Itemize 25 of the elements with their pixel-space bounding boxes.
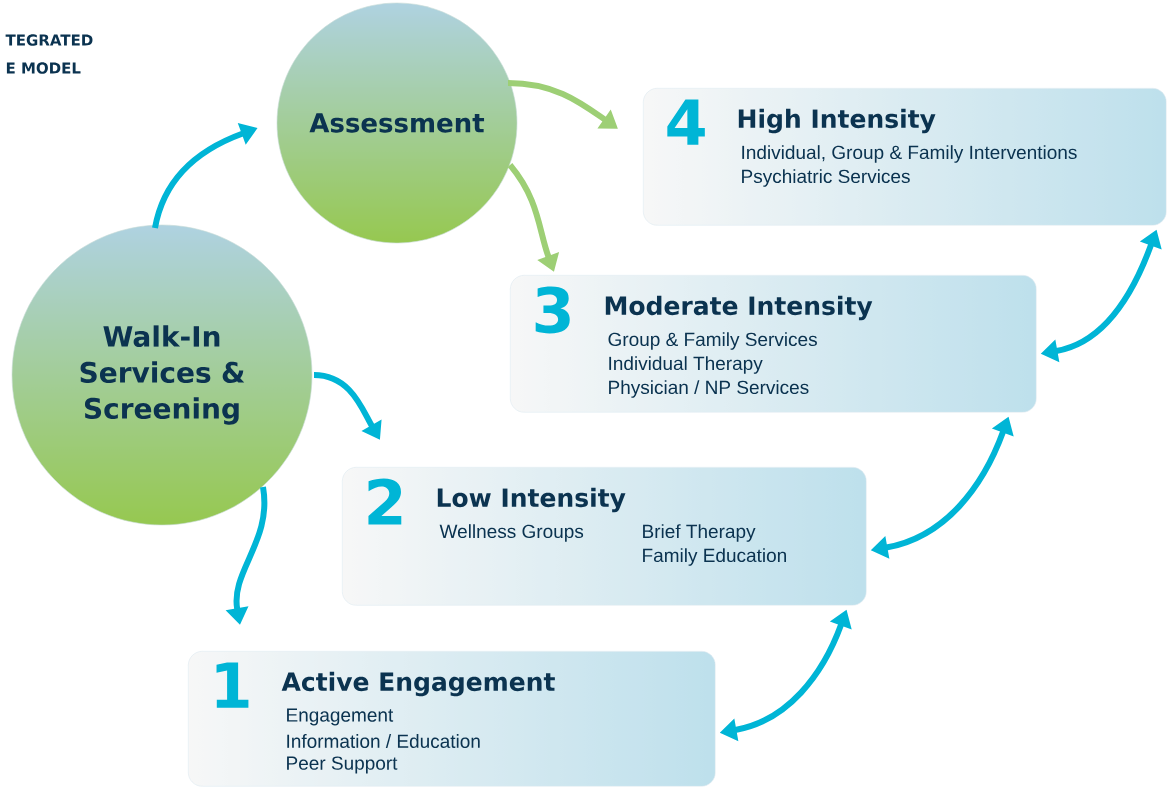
service-item: Physician / NP Services xyxy=(609,380,809,398)
level-box xyxy=(188,651,716,787)
step-number: 2 xyxy=(368,478,402,525)
level-box xyxy=(510,275,1037,413)
service-item: Brief Therapy xyxy=(643,524,756,542)
title-text: E MODEL xyxy=(6,62,81,74)
service-item: Peer Support xyxy=(287,756,398,774)
heading: High Intensity xyxy=(738,108,936,134)
service-item: Individual Therapy xyxy=(609,356,763,374)
heading: Low Intensity xyxy=(437,487,626,513)
service-item: Information / Education xyxy=(287,734,480,748)
heading: Active Engagement xyxy=(281,671,555,697)
level-box xyxy=(643,88,1167,226)
service-item: Individual, Group & Family Interventions xyxy=(742,145,1077,163)
title-text: TEGRATED xyxy=(5,34,93,46)
step-number: 3 xyxy=(535,286,570,334)
step-number: 4 xyxy=(667,99,705,145)
service-item: Wellness Groups xyxy=(439,524,584,542)
service-item: Psychiatric Services xyxy=(742,169,910,187)
heading: Moderate Intensity xyxy=(605,295,873,321)
step-number: 1 xyxy=(216,662,249,708)
service-item: Group & Family Services xyxy=(608,332,817,350)
service-item: Engagement xyxy=(287,708,394,726)
level-box xyxy=(342,467,867,606)
service-item: Family Education xyxy=(643,548,786,566)
